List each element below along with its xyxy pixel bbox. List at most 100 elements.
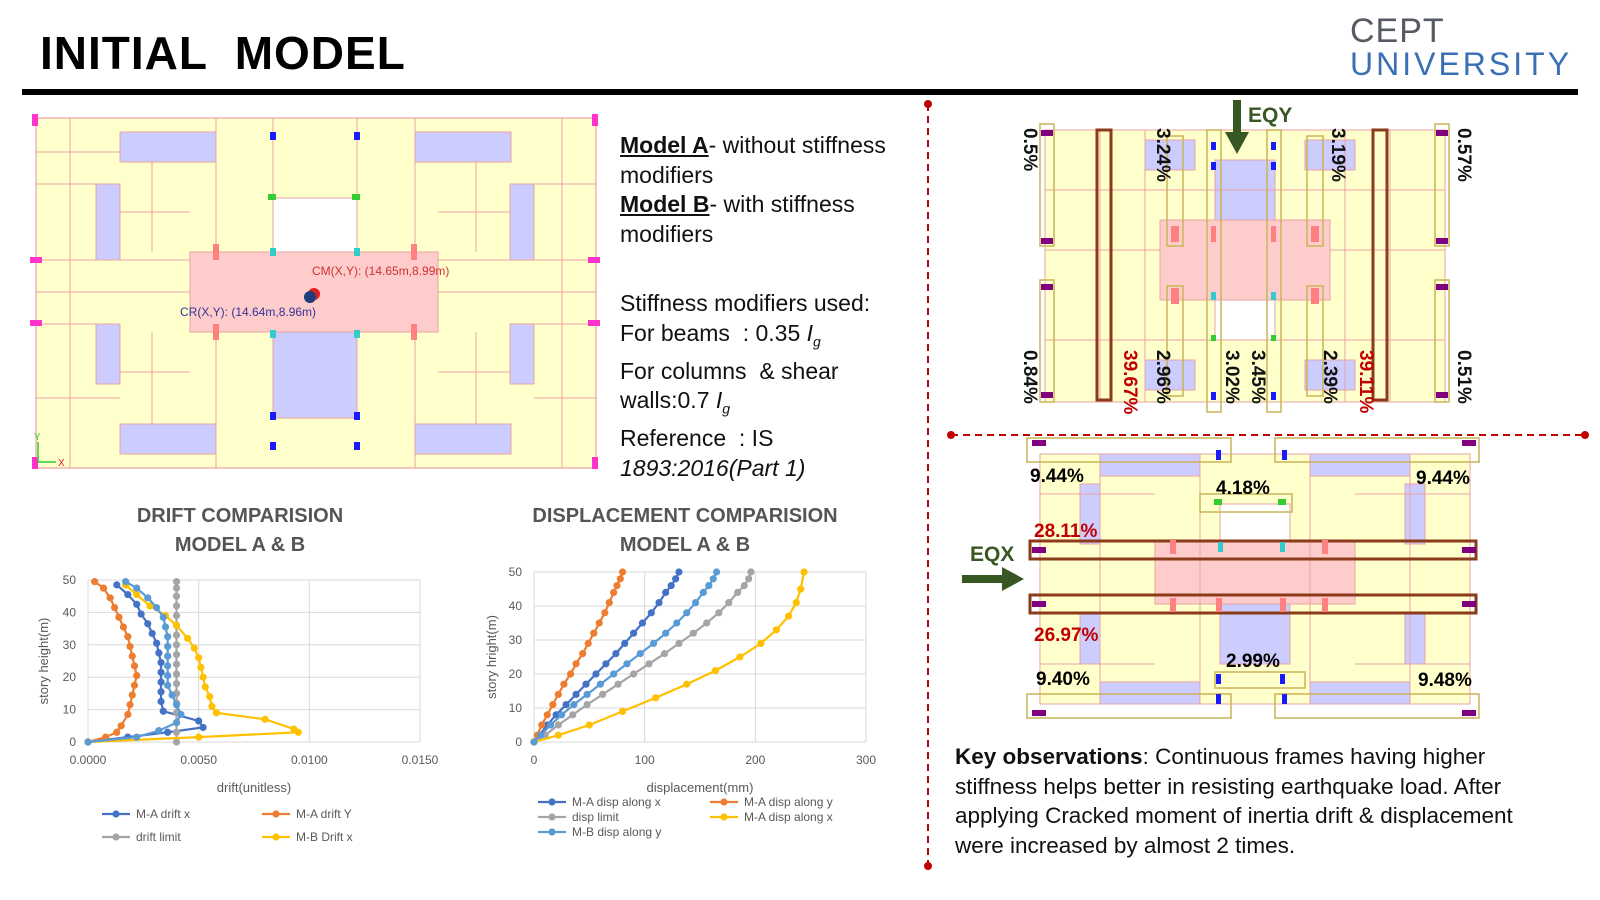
data-point (610, 670, 618, 678)
data-point (734, 588, 742, 596)
legend-swatch-marker (548, 798, 556, 806)
data-point (558, 711, 566, 719)
data-point (126, 701, 134, 709)
data-point (133, 584, 141, 592)
data-point (124, 710, 132, 719)
x-tick-label: 0.0050 (180, 753, 217, 767)
legend-swatch-marker (112, 810, 120, 818)
data-point (683, 609, 691, 617)
data-point (554, 721, 562, 729)
header-rule (22, 89, 1578, 95)
legend-swatch-marker (548, 813, 556, 821)
legend-label: disp limit (572, 810, 619, 824)
data-point (133, 600, 141, 608)
drift-title-line1: DRIFT COMPARISION (136, 505, 344, 527)
eqy-value: 3.24% (1152, 128, 1173, 182)
data-point (569, 711, 577, 719)
legend-swatch-marker (548, 828, 556, 836)
data-point (195, 717, 203, 725)
data-point (144, 620, 152, 628)
data-point (616, 575, 624, 583)
data-point (164, 662, 172, 670)
data-point (582, 680, 590, 688)
eqx-value-center-top: 4.18% (1216, 478, 1270, 499)
data-point (745, 575, 753, 583)
data-point (117, 722, 125, 730)
data-point (675, 639, 683, 647)
eqy-label: EQY (1248, 104, 1293, 127)
eqy-value: 0.84% (1019, 350, 1040, 404)
horizontal-divider (947, 431, 1589, 439)
data-point (595, 619, 603, 627)
data-point (172, 592, 181, 600)
eqy-value: 0.57% (1453, 128, 1474, 182)
data-point (583, 701, 591, 709)
model-a-text: - without stiffness modifiers (620, 132, 886, 188)
disp-chart-title: DISPLACEMENT COMPARISION MODEL A & B (520, 502, 850, 560)
data-point (208, 702, 216, 710)
data-point (590, 629, 598, 637)
data-point (172, 631, 181, 639)
data-point (605, 599, 613, 607)
data-point (792, 599, 800, 607)
data-point (584, 639, 592, 647)
eqx-value-frame-bottom: 26.97% (1034, 625, 1099, 646)
data-point (172, 718, 181, 727)
data-point (261, 715, 269, 723)
data-point (711, 667, 720, 675)
eqy-value: 3.45% (1247, 350, 1268, 404)
data-point (146, 602, 154, 610)
data-point (164, 633, 172, 641)
data-point (172, 621, 181, 629)
modifiers-heading: Stiffness modifiers used: (620, 290, 871, 316)
stiffness-modifiers: Stiffness modifiers used: For beams : 0.… (620, 289, 920, 483)
data-point (157, 678, 165, 686)
y-axis-title: story height(m) (36, 618, 51, 705)
data-point (172, 578, 181, 586)
disp-title-line1: DISPLACEMENT COMPARISION (532, 505, 838, 527)
data-point (172, 641, 181, 649)
data-point (562, 701, 570, 709)
series-3 (530, 568, 808, 746)
data-point (172, 660, 181, 668)
y-tick-label: 40 (63, 605, 77, 619)
data-point (99, 584, 108, 592)
modifiers-reference-2: 1893:2016(Part 1) (620, 454, 806, 481)
eqy-value: 3.02% (1221, 350, 1242, 404)
center-of-rigidity-marker (304, 291, 316, 303)
data-point (164, 681, 172, 689)
data-point (675, 568, 683, 576)
data-point (137, 610, 145, 618)
x-tick-label: 0 (531, 753, 538, 767)
data-point (195, 654, 203, 662)
eqy-plan (1039, 123, 1450, 413)
series-0 (530, 568, 683, 746)
data-point (784, 612, 793, 620)
eqy-value: 2.39% (1319, 350, 1340, 404)
logo-text-university: UNIVERSITY (1350, 46, 1573, 82)
vertical-divider (924, 100, 932, 870)
y-tick-label: 0 (515, 735, 522, 749)
eqx-value-bottom-left: 9.40% (1036, 669, 1090, 690)
eqy-highlight-right (1371, 128, 1389, 402)
y-tick-label: 30 (509, 633, 523, 647)
data-point (699, 588, 707, 596)
data-point (703, 619, 711, 627)
data-point (618, 707, 627, 715)
data-point (638, 619, 647, 627)
data-point (667, 582, 675, 590)
cr-label: CR(X,Y): (14.64m,8.96m) (180, 305, 316, 319)
data-point (84, 738, 92, 746)
x-axis-title: drift(unitless) (217, 780, 291, 795)
data-point (614, 680, 622, 688)
disp-title-line2: MODEL A & B (619, 534, 751, 556)
data-point (683, 680, 691, 688)
data-point (713, 568, 721, 576)
data-point (212, 709, 220, 717)
legend-label: M-B disp along y (572, 825, 661, 839)
data-point (157, 659, 165, 667)
data-point (736, 653, 744, 661)
y-tick-label: 50 (509, 565, 523, 579)
legend-label: drift limit (136, 830, 181, 844)
page-title: INITIAL MODEL (40, 27, 406, 79)
